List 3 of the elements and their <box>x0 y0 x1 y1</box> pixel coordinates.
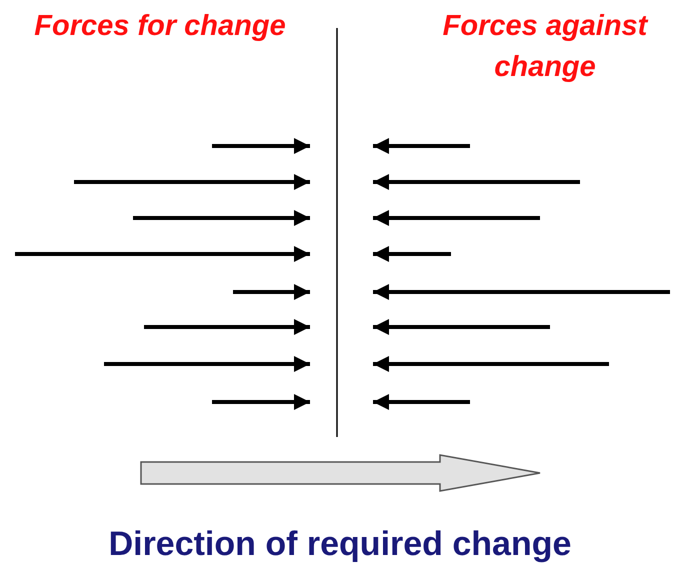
heading: Forces against change <box>442 9 650 85</box>
heading: Forces for change <box>33 9 287 44</box>
caption: Direction of required change <box>108 524 572 565</box>
